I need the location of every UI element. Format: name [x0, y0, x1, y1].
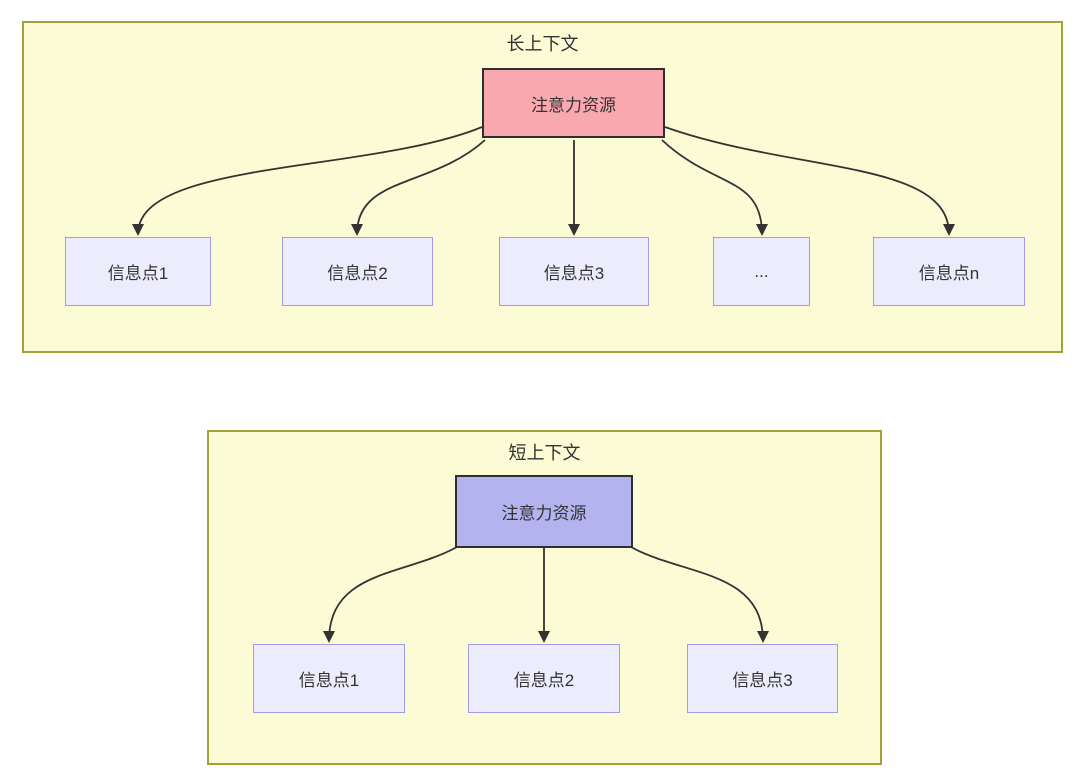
info-node-short-3: 信息点3	[687, 644, 838, 713]
edge-long-ellipsis	[661, 139, 768, 236]
info-node-long-ellipsis: ...	[713, 237, 810, 306]
info-node-short-2: 信息点2	[468, 644, 620, 713]
info-node-long-n: 信息点n	[873, 237, 1025, 306]
info-node-long-1: 信息点1	[65, 237, 211, 306]
panel-long-title: 长上下文	[506, 34, 579, 54]
edge-short-info1	[323, 546, 458, 643]
panel-short-title: 短上下文	[508, 443, 581, 463]
edge-long-infon	[664, 126, 955, 236]
attention-node-short: 注意力资源	[455, 475, 633, 548]
info-node-long-3: 信息点3	[499, 237, 649, 306]
info-node-short-1: 信息点1	[253, 644, 405, 713]
edge-short-info3	[630, 546, 769, 643]
edge-long-info1	[132, 126, 483, 236]
attention-node-long: 注意力资源	[482, 68, 665, 138]
edge-long-info2	[351, 139, 486, 236]
info-node-long-2: 信息点2	[282, 237, 433, 306]
